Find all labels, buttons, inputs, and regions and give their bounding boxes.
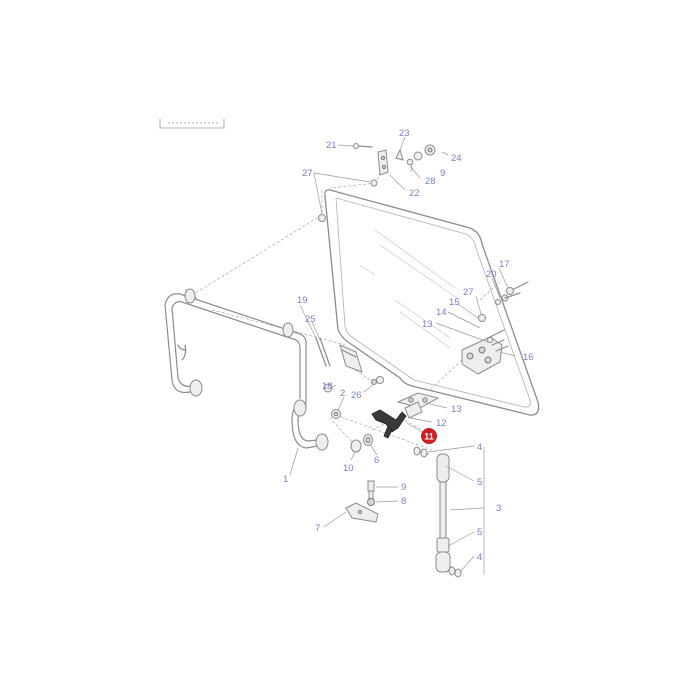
highlight-badge[interactable]: 11 — [421, 428, 437, 444]
callout-20: 20 — [486, 269, 497, 280]
callout-24: 24 — [451, 153, 462, 164]
callout-5-bottom: 5 — [477, 527, 482, 538]
bracket-7 — [345, 480, 379, 523]
highlight-badge-circle — [421, 428, 437, 444]
callout-18: 18 — [322, 381, 333, 392]
callout-28: 28 — [425, 176, 436, 187]
callout-5-top: 5 — [477, 477, 482, 488]
hinge-bracket — [461, 336, 509, 375]
callout-10: 10 — [343, 463, 354, 474]
assembly-lines — [191, 171, 501, 505]
callout-15: 15 — [449, 297, 460, 308]
callout-27-right: 27 — [463, 287, 474, 298]
gas-strut — [413, 446, 462, 578]
callout-12: 12 — [436, 418, 447, 429]
latch-rod — [315, 337, 384, 385]
title-box — [159, 119, 225, 129]
callout-25: 25 — [305, 314, 316, 325]
highlight-badge-label: 11 — [424, 432, 434, 442]
callout-13-top: 13 — [422, 319, 433, 330]
callout-8: 8 — [401, 496, 406, 507]
callout-3: 3 — [496, 503, 501, 514]
callout-23: 23 — [399, 128, 410, 139]
handrail-frame — [164, 288, 329, 451]
hinge-plate — [396, 392, 440, 419]
callout-21: 21 — [326, 140, 337, 151]
callout-19: 19 — [297, 295, 308, 306]
callout-4-bottom: 4 — [477, 552, 482, 563]
callout-leaders — [289, 136, 516, 575]
callout-6: 6 — [374, 455, 379, 466]
callout-2: 2 — [340, 388, 345, 399]
part-14-15 — [478, 314, 505, 343]
top-hinge-assembly — [318, 143, 436, 222]
callout-4-top: 4 — [477, 442, 482, 453]
callout-labels: 21 23 24 9 28 22 27 17 20 27 15 14 13 16… — [283, 128, 534, 563]
door-glass — [324, 189, 540, 416]
callout-9-bottom: 9 — [401, 482, 406, 493]
callout-14: 14 — [436, 307, 447, 318]
callout-27-top: 27 — [302, 168, 313, 179]
callout-9-top: 9 — [440, 168, 445, 179]
callout-22: 22 — [409, 188, 420, 199]
callout-7: 7 — [315, 523, 320, 534]
callout-13-bottom: 13 — [451, 404, 462, 415]
callout-17: 17 — [499, 259, 510, 270]
callout-1: 1 — [283, 474, 288, 485]
washers-left — [323, 383, 341, 419]
callout-16: 16 — [523, 352, 534, 363]
bolts-right — [495, 281, 529, 305]
callout-26: 26 — [351, 390, 362, 401]
highlighted-part-lever — [371, 409, 407, 439]
parts-6-10 — [350, 434, 373, 453]
